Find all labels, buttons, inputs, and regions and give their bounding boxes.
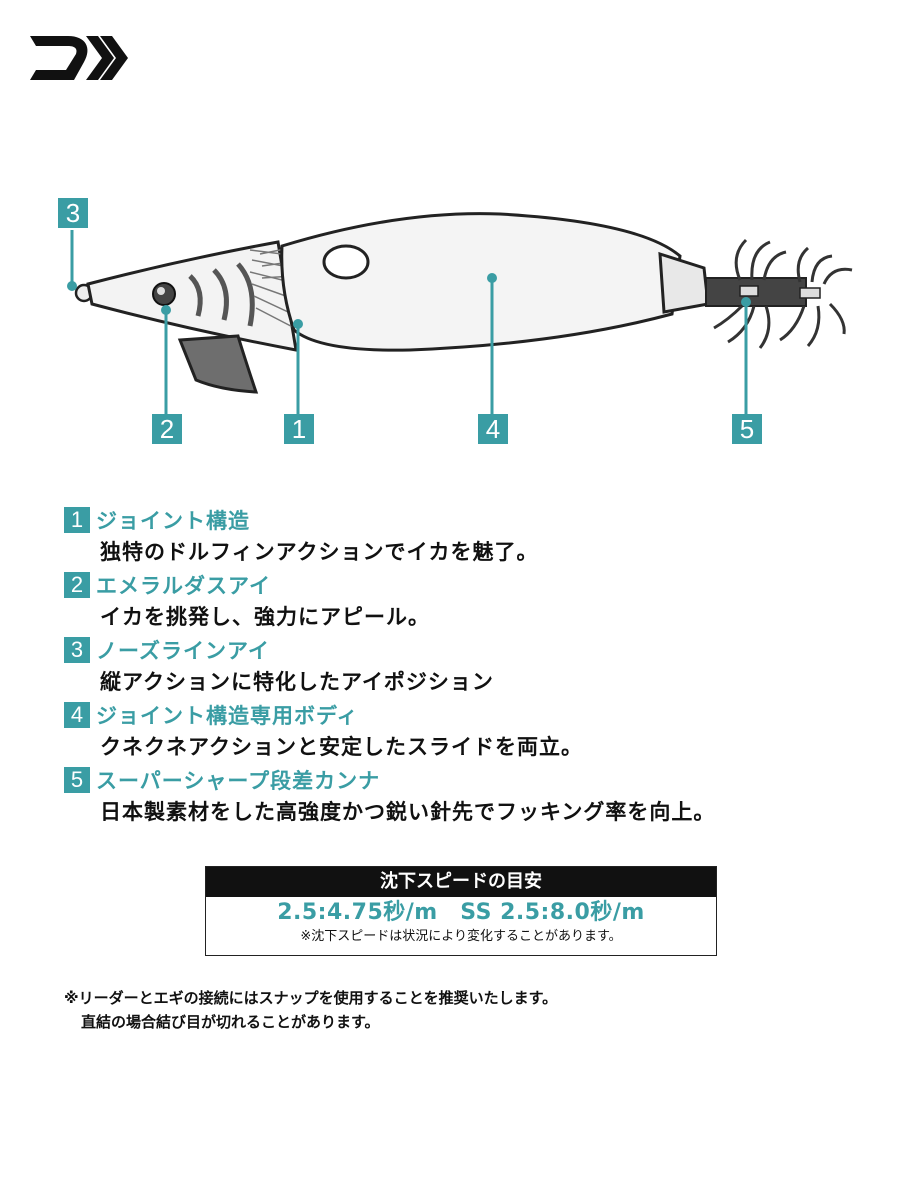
feature-item: 3 ノーズラインアイ 縦アクションに特化したアイポジション (64, 634, 884, 699)
feature-list: 1 ジョイント構造 独特のドルフィンアクションでイカを魅了。 2 エメラルダスア… (64, 504, 884, 829)
feature-number: 3 (64, 637, 90, 663)
feature-number: 5 (64, 767, 90, 793)
feature-number: 1 (64, 507, 90, 533)
callout-4: 4 (478, 414, 508, 444)
lure-body (280, 212, 682, 352)
feature-title: ノーズラインアイ (96, 639, 270, 663)
feature-title: エメラルダスアイ (96, 574, 271, 598)
tail-sleeve (658, 251, 710, 314)
callout-1: 1 (284, 414, 314, 444)
feature-item: 4 ジョイント構造専用ボディ クネクネアクションと安定したスライドを両立。 (64, 699, 884, 764)
callout-3: 3 (58, 198, 88, 228)
footnote: ※リーダーとエギの接続にはスナップを使用することを推奨いたします。 直結の場合結… (64, 986, 884, 1034)
feature-title: スーパーシャープ段差カンナ (96, 769, 381, 793)
callout-2: 2 (152, 414, 182, 444)
footnote-line: ※リーダーとエギの接続にはスナップを使用することを推奨いたします。 (64, 989, 558, 1007)
sink-speed-title: 沈下スピードの目安 (206, 867, 716, 897)
feature-description: 縦アクションに特化したアイポジション (100, 670, 494, 694)
feature-number: 2 (64, 572, 90, 598)
hook-kanna (713, 238, 853, 349)
feature-number: 4 (64, 702, 90, 728)
footnote-line: 直結の場合結び目が切れることがあります。 (81, 1013, 380, 1031)
feature-item: 1 ジョイント構造 独特のドルフィンアクションでイカを魅了。 (64, 504, 884, 569)
feature-item: 5 スーパーシャープ段差カンナ 日本製素材をした高強度かつ鋭い針先でフッキング率… (64, 764, 884, 829)
feature-description: クネクネアクションと安定したスライドを両立。 (100, 735, 583, 759)
feature-description: 独特のドルフィンアクションでイカを魅了。 (100, 540, 539, 564)
feature-item: 2 エメラルダスアイ イカを挑発し、強力にアピール。 (64, 569, 884, 634)
feature-description: イカを挑発し、強力にアピール。 (100, 605, 430, 629)
sinker-fin (177, 334, 259, 394)
emeraldas-eye (152, 282, 176, 306)
sink-speed-box: 沈下スピードの目安 2.5:4.75秒/m SS 2.5:8.0秒/m ※沈下ス… (205, 866, 717, 956)
feature-description: 日本製素材をした高強度かつ鋭い針先でフッキング率を向上。 (100, 800, 716, 824)
feature-title: ジョイント構造専用ボディ (96, 704, 359, 728)
daiwa-logo-icon (30, 36, 128, 80)
lure-head (86, 240, 298, 352)
sink-speed-note: ※沈下スピードは状況により変化することがあります。 (300, 929, 622, 944)
feature-title: ジョイント構造 (96, 509, 250, 533)
egi-lure-diagram (67, 212, 853, 414)
callout-5: 5 (732, 414, 762, 444)
sink-speed-values: 2.5:4.75秒/m SS 2.5:8.0秒/m (277, 900, 645, 925)
